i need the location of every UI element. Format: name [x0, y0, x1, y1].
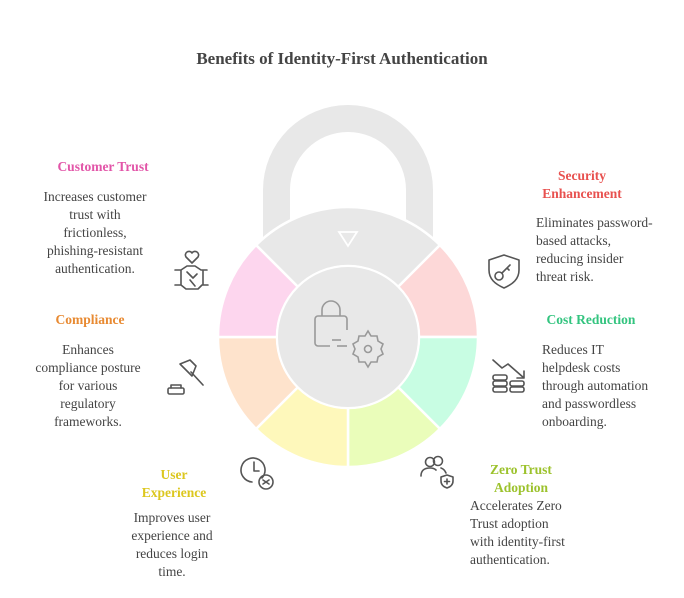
user-experience-description: Improves user experience and reduces log… [131, 510, 213, 579]
shield-key-icon [488, 254, 520, 289]
cost-reduction-description: Reduces IT helpdesk costs through automa… [542, 342, 649, 429]
handshake-heart-icon [174, 250, 209, 290]
padlock-shackle [263, 105, 433, 250]
cost-reduction-title: Cost Reduction [546, 312, 636, 327]
security-enhancement-description: Eliminates password- based attacks, redu… [536, 215, 653, 284]
lock-gear-icon [314, 300, 384, 369]
center-hub [276, 265, 420, 409]
zero-trust-title: Zero Trust Adoption [490, 462, 552, 495]
user-experience-title: User Experience [141, 467, 207, 500]
gavel-icon [167, 359, 204, 395]
page-title: Benefits of Identity-First Authenticatio… [196, 49, 488, 68]
clock-icon [240, 457, 274, 490]
security-enhancement-title: Security Enhancement [542, 168, 622, 201]
customer-trust-description: Increases customer trust with frictionle… [43, 189, 147, 276]
compliance-title: Compliance [55, 312, 125, 327]
triangle-marker-icon [337, 231, 359, 248]
customer-trust-title: Customer Trust [57, 159, 149, 174]
users-shield-icon [420, 455, 454, 489]
coins-down-icon [492, 359, 525, 393]
zero-trust-description: Accelerates Zero Trust adoption with ide… [470, 498, 565, 567]
compliance-description: Enhances compliance posture for various … [35, 342, 141, 429]
